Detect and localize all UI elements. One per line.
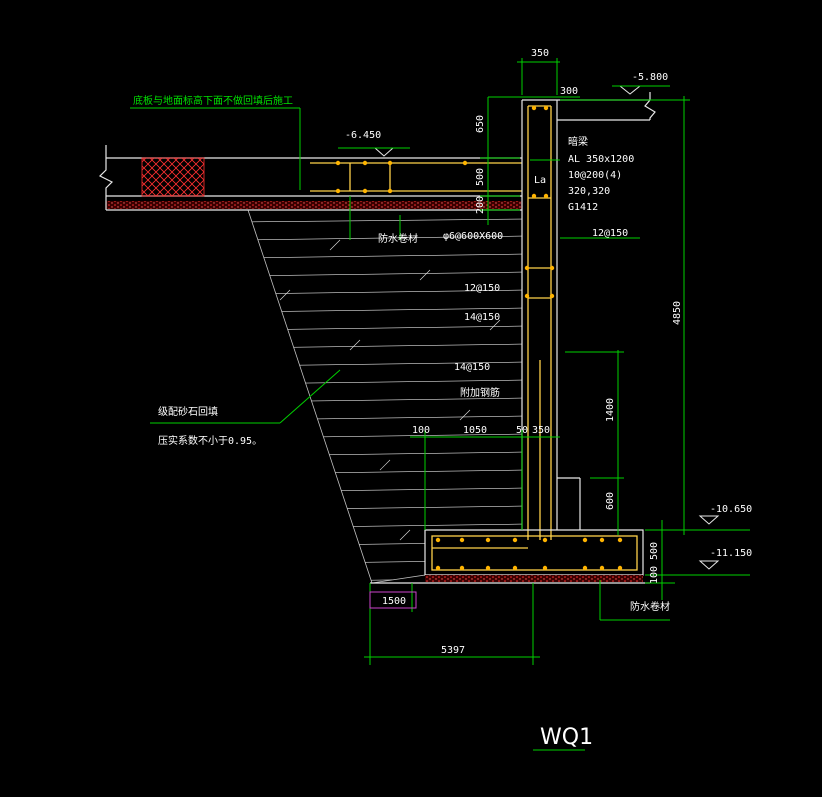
beam-spec-2: 10@200(4) (568, 170, 622, 181)
dim-1050: 1050 (463, 425, 487, 436)
dim-50: 50 (516, 425, 528, 436)
mesh-label: φ6@600X600 (443, 231, 503, 242)
break-line-right (644, 92, 656, 120)
elev-base-bottom: -11.150 (710, 548, 752, 559)
crosshatch-block (141, 157, 205, 197)
rebar-14-a: 14@150 (464, 312, 500, 323)
base-cushion (425, 575, 643, 582)
beam-spec-3: 320,320 (568, 186, 610, 197)
dim-650: 650 (475, 115, 486, 133)
backfill-label-1: 级配砂石回填 (158, 405, 218, 418)
backfill-hatch (248, 218, 522, 583)
dim-500-right: 500 (649, 542, 660, 560)
rebar-dots (335, 105, 623, 571)
dim-1500: 1500 (382, 596, 406, 607)
dim-4850: 4850 (672, 301, 683, 325)
dim-200: 200 (475, 196, 486, 214)
dim-1500-box (369, 591, 417, 609)
backfill-label-2: 压实系数不小于0.95。 (158, 434, 262, 447)
text-labels: 底板与地面标高下面不做回填后施工 -6.450 -5.800 -10.650 -… (133, 48, 752, 750)
break-line-left (98, 145, 114, 210)
dim-100: 100 (412, 425, 430, 436)
extra-rebar-label: 附加钢筋 (460, 386, 500, 399)
dim-500-left: 500 (475, 168, 486, 186)
dimension-lines (130, 58, 750, 751)
dim-350-top: 350 (531, 48, 549, 59)
dim-5397: 5397 (441, 645, 465, 656)
dim-300: 300 (560, 86, 578, 97)
elev-wall-top: -5.800 (632, 72, 668, 83)
elev-top-slab: -6.450 (345, 130, 381, 141)
dim-350-mid: 350 (532, 425, 550, 436)
rebar-12-b: 12@150 (464, 283, 500, 294)
beam-spec-1: AL 350x1200 (568, 154, 634, 165)
top-slab (98, 145, 522, 211)
rebar-12-a: 12@150 (592, 228, 628, 239)
beam-title: 暗梁 (568, 135, 588, 148)
beam-spec-4: G1412 (568, 202, 598, 213)
rebar-14-b: 14@150 (454, 362, 490, 373)
slab-cushion (106, 201, 522, 209)
la-label: La (534, 175, 546, 186)
dim-600: 600 (605, 492, 616, 510)
note-top: 底板与地面标高下面不做回填后施工 (133, 94, 293, 107)
drawing-title: WQ1 (540, 725, 593, 750)
base-slab (370, 477, 650, 584)
dim-1400: 1400 (605, 398, 616, 422)
dim-100-right: 100 (649, 566, 660, 584)
waterproof-label-2: 防水卷材 (630, 600, 670, 613)
waterproof-label-1: 防水卷材 (378, 232, 418, 245)
elev-base-top: -10.650 (710, 504, 752, 515)
